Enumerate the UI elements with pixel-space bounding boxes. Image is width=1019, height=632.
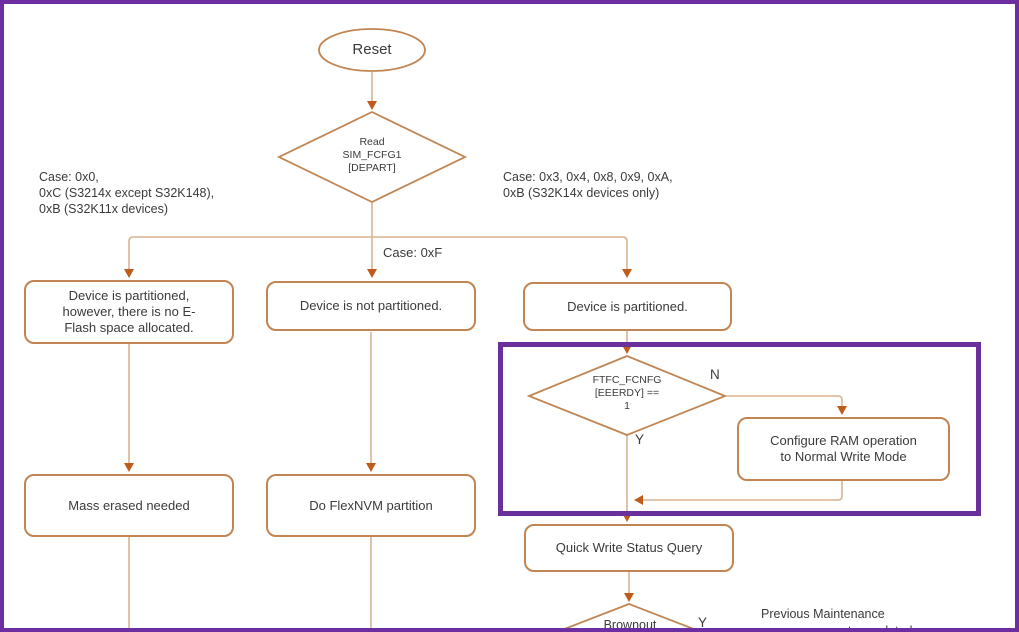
do-flexnvm-partition-box: Do FlexNVM partition <box>266 474 476 537</box>
branch-n-label: N <box>710 367 720 382</box>
device-partitioned-no-eflash-box: Device is partitioned, however, there is… <box>24 280 234 344</box>
previous-maintenance-note: Previous Maintenance process was not com… <box>761 607 913 632</box>
case-0xf-label: Case: 0xF <box>383 245 443 260</box>
flowchart-wires <box>124 28 847 628</box>
configure-ram-box: Configure RAM operation to Normal Write … <box>737 417 950 481</box>
read-depart-diamond <box>276 111 468 203</box>
quick-write-status-query-box: Quick Write Status Query <box>524 524 734 572</box>
device-not-partitioned-box: Device is not partitioned. <box>266 281 476 331</box>
case-left-label: Case: 0x0, 0xC (S3214x except S32K148), … <box>39 170 215 216</box>
branch-y-ftfc-label: Y <box>635 432 645 447</box>
mass-erase-needed-box: Mass erased needed <box>24 474 234 537</box>
highlight-rectangle <box>498 342 981 516</box>
ftfc-fcnfg-diamond <box>526 355 728 436</box>
device-partitioned-box: Device is partitioned. <box>523 282 732 331</box>
connector-lines <box>128 72 843 628</box>
reset-terminator <box>318 28 426 72</box>
brownout-diamond <box>564 603 694 628</box>
case-right-label: Case: 0x3, 0x4, 0x8, 0x9, 0xA, 0xB (S32K… <box>503 170 673 200</box>
ftfc-fcnfg-label: FTFC_FCNFG [EEERDY] == 1 <box>592 374 662 412</box>
arrowheads <box>124 101 847 602</box>
read-depart-label: Read SIM_FCFG1 [DEPART] <box>342 136 402 174</box>
brownout-label: Brownout <box>603 618 657 632</box>
reset-label: Reset <box>352 41 392 58</box>
shapes <box>276 28 728 628</box>
branch-y-brownout-label: Y <box>698 615 708 630</box>
